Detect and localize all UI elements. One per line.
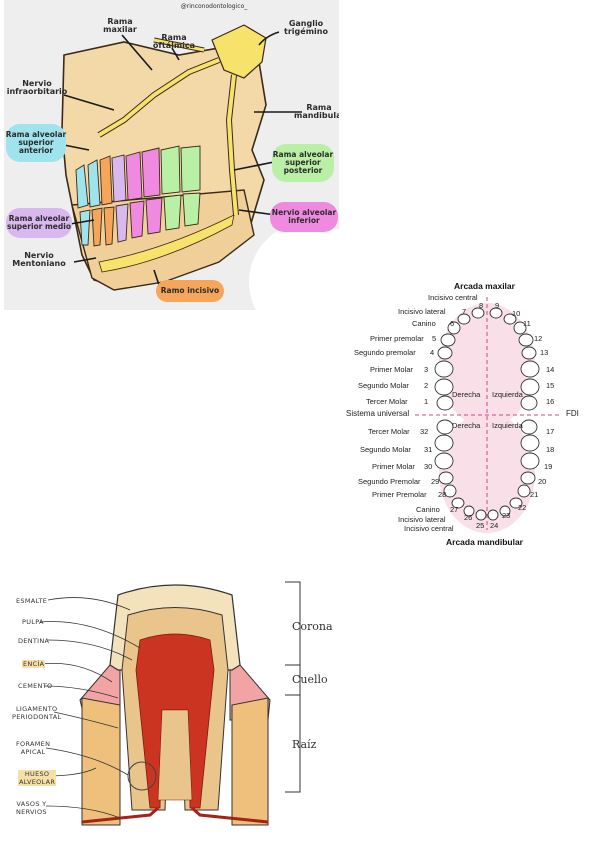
label-rama-maxilar: Rama maxilar xyxy=(103,17,137,35)
tooth-label-hueso-alveolar: HUESO ALVEOLAR xyxy=(18,770,57,787)
tooth-label-pulpa: PULPA xyxy=(22,618,44,626)
lower-num-32: 32 xyxy=(420,427,429,436)
tooth-label-esmalte: ESMALTE xyxy=(16,597,48,605)
lower-num-30: 30 xyxy=(424,462,433,471)
quadrant-lower-left: Izquierda xyxy=(492,421,523,430)
label-nervio-infraorbitario: Nervio infraorbitario xyxy=(6,79,68,97)
upper-name-2: Segundo Molar xyxy=(358,381,409,390)
upper-num-12: 12 xyxy=(534,334,543,343)
lower-name-32: Tercer Molar xyxy=(368,427,410,436)
upper-name-5: Primer premolar xyxy=(370,334,424,343)
quadrant-lower-right: Derecha xyxy=(452,421,481,430)
section-raiz: Raíz xyxy=(292,738,317,751)
upper-num-9: 9 xyxy=(495,301,500,310)
upper-num-10: 10 xyxy=(512,309,521,318)
dental-arch-chart: Arcada maxilar Arcada mandibular Sistema… xyxy=(340,275,599,550)
lower-name-27: Canino xyxy=(416,505,440,514)
tooth-label-encia: ENCÍA xyxy=(22,660,46,669)
upper-num-14: 14 xyxy=(546,365,555,374)
upper-num-4: 4 xyxy=(430,348,435,357)
label-rama-oftalmica: Rama oftálmica xyxy=(152,33,196,51)
tooth-label-vasos-nervios: VASOS Y NERVIOS xyxy=(16,800,47,817)
lower-name-26: Incisivo lateral xyxy=(398,515,446,524)
arch-title-mandibular: Arcada mandibular xyxy=(446,537,523,547)
upper-name-6: Canino xyxy=(412,319,436,328)
upper-num-6: 6 xyxy=(450,319,455,328)
axis-sistema-universal: Sistema universal xyxy=(346,409,410,418)
section-cuello: Cuello xyxy=(292,673,328,686)
lower-name-30: Primer Molar xyxy=(372,462,415,471)
quadrant-upper-right: Derecha xyxy=(452,390,481,399)
upper-num-8: 8 xyxy=(479,301,484,310)
label-rama-alveolar-superior-medio: Rama alveolar superior medio xyxy=(6,208,72,238)
tooth-label-cemento: CEMENTO xyxy=(18,682,53,690)
upper-name-8: Incisivo central xyxy=(428,293,478,302)
lower-num-24: 24 xyxy=(490,521,499,530)
tooth-illustration xyxy=(39,581,301,826)
label-rama-alveolar-superior-anterior: Rama alveolar superior anterior xyxy=(6,124,66,162)
upper-num-15: 15 xyxy=(546,381,555,390)
lower-name-29: Segundo Premolar xyxy=(358,477,421,486)
label-nervio-alveolar-inferior: Nervio alveolar inferior xyxy=(270,202,338,232)
label-rama-alveolar-superior-posterior: Rama alveolar superior posterior xyxy=(272,144,334,182)
lower-num-29: 29 xyxy=(431,477,440,486)
upper-name-4: Segundo premolar xyxy=(354,348,416,357)
upper-name-3: Primer Molar xyxy=(370,365,413,374)
upper-num-11: 11 xyxy=(523,319,531,328)
lower-num-21: 21 xyxy=(530,490,539,499)
upper-num-1: 1 xyxy=(424,397,429,406)
lower-num-22: 22 xyxy=(518,503,527,512)
quadrant-upper-left: Izquierda xyxy=(492,390,523,399)
lower-num-20: 20 xyxy=(538,477,547,486)
lower-num-19: 19 xyxy=(544,462,553,471)
lower-num-25: 25 xyxy=(476,521,485,530)
lower-num-31: 31 xyxy=(424,445,433,454)
lower-num-28: 28 xyxy=(438,490,447,499)
arch-illustration xyxy=(415,297,562,533)
lower-num-17: 17 xyxy=(546,427,555,436)
arch-title-maxilar: Arcada maxilar xyxy=(454,281,515,291)
lower-num-23: 23 xyxy=(502,511,511,520)
label-ramo-incisivo: Ramo incisivo xyxy=(156,280,224,302)
label-rama-mandibular: Rama mandibular xyxy=(294,103,339,121)
axis-fdi: FDI xyxy=(566,409,579,418)
upper-num-2: 2 xyxy=(424,381,429,390)
upper-num-13: 13 xyxy=(540,348,549,357)
upper-num-5: 5 xyxy=(432,334,437,343)
lower-name-25: Incisivo central xyxy=(404,524,454,533)
lower-num-18: 18 xyxy=(546,445,555,454)
section-corona: Corona xyxy=(292,620,333,633)
tooth-anatomy-figure: ESMALTE PULPA DENTINA ENCÍA CEMENTO LIGA… xyxy=(0,570,340,848)
lower-num-26: 26 xyxy=(464,513,473,522)
watermark: @rinconodontologico_ xyxy=(180,3,248,10)
tooth-label-dentina: DENTINA xyxy=(18,637,50,645)
trigeminal-nerve-figure: @rinconodontologico_ Rama maxilar Rama o… xyxy=(4,0,339,310)
tooth-label-foramen-apical: FORAMEN APICAL xyxy=(16,740,51,757)
lower-num-27: 27 xyxy=(450,505,459,514)
label-ganglio-trigemino: Ganglio trigémino xyxy=(284,19,328,37)
upper-num-3: 3 xyxy=(424,365,429,374)
upper-num-7: 7 xyxy=(462,307,467,316)
label-nervio-mentoniano: Nervio Mentoniano xyxy=(12,251,66,269)
upper-name-1: Tercer Molar xyxy=(366,397,408,406)
tooth-label-ligamento-periodontal: LIGAMENTO PERIODONTAL xyxy=(12,705,62,722)
upper-num-16: 16 xyxy=(546,397,555,406)
upper-name-7: Incisivo lateral xyxy=(398,307,446,316)
lower-name-28: Primer Premolar xyxy=(372,490,427,499)
lower-name-31: Segundo Molar xyxy=(360,445,411,454)
skull-illustration xyxy=(61,24,339,310)
